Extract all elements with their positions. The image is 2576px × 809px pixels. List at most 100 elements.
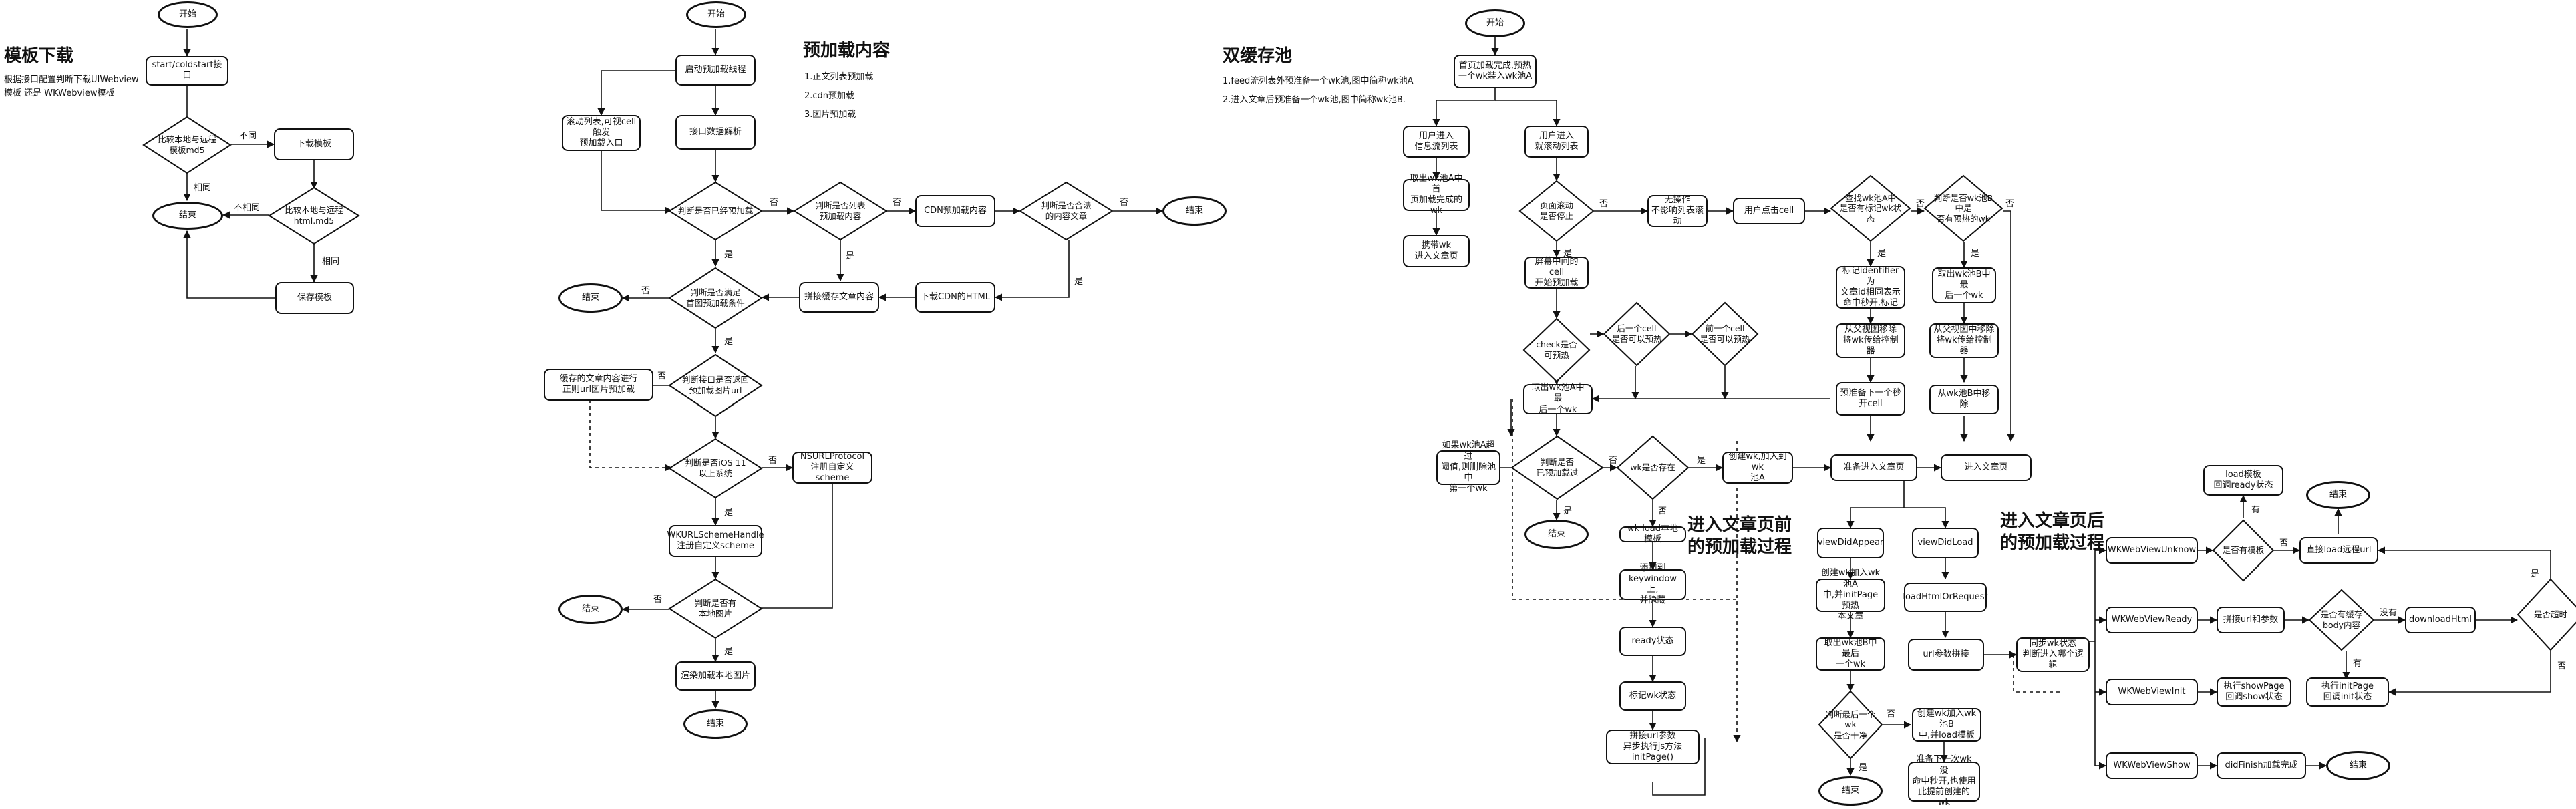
did-finish-loading: didFinish加载完成 [2217,752,2306,779]
take-last-wk-pool-b: 取出wk池B中最后 一个wk [1816,637,1885,671]
remove-from-parent-b: 从父视图中移除 将wk传给控制器 [1929,323,1999,358]
create-wk-pool-a: 创建wk,加入到wk 池A [1722,452,1793,484]
label-yes-6: 是 [724,647,734,657]
add-keywindow: 添加到 keywindow 上, 并隐藏 [1619,563,1686,605]
find-pool-b-decision: 判断是否wk池B中是 否有预热的wk [1923,174,2003,242]
preload-end-local: 结束 [558,595,623,624]
template-start: 开始 [158,1,218,28]
view-did-appear: viewDidAppear [1817,528,1884,558]
label-diff: 不同 [239,131,257,141]
pool-threshold-note: 如果wk池A超过 阈值,则删除池中 第一个wk [1436,440,1500,494]
label-state-yes: 是 [2531,569,2540,579]
state-init: WKWebViewInit [2106,679,2198,705]
pool-end-a: 结束 [1524,520,1589,549]
no-operation: 无操作 不影响列表滚动 [1647,195,1708,227]
wkurlschemehandler-register: WKURLSchemeHandle 注册自定义scheme [667,525,764,557]
legal-article-decision: 判断是否合法 的内容文章 [1019,181,1114,241]
mark-wk-state: 标记wk状态 [1619,681,1686,711]
label-pool-no-1: 否 [1599,199,1609,209]
already-preloaded-decision-label: 判断是否已经预加载 [677,206,754,216]
label-pool-yes-3: 是 [1971,249,1980,259]
direct-load-url: 直接load远程url [2299,537,2378,564]
take-wk-pool-a: 取出wk池A中首 页加载完成的wk [1403,174,1470,216]
label-same: 相同 [194,183,212,193]
pool-start: 开始 [1465,9,1525,37]
carry-wk-article: 携带wk 进入文章页 [1403,235,1470,267]
compare-html-md5-decision: 比较本地与远程 html.md5 [268,186,360,245]
label-no-6: 否 [768,456,778,466]
label-yes-1: 是 [724,250,734,260]
next-cell-decision: 前一个cell 是否可以预热 [1691,301,1759,367]
api-data-parse: 接口数据解析 [675,115,756,150]
label-pool-yes-6: 是 [1859,763,1868,773]
label-yes-4: 是 [724,337,734,347]
wk-exists-decision: wk是否存在 [1616,435,1689,500]
state-unknown: WKWebViewUnknow [2106,537,2198,564]
label-no-5: 否 [657,371,667,381]
mark-identifier: 标记identifier为 文章id相同表示 命中秒开,标记 [1836,266,1905,309]
compare-html-md5-decision-label: 比较本地与远程 html.md5 [285,205,343,226]
label-yes-3: 是 [1074,277,1084,287]
preload-list-item: 1.正文列表预加载 [804,72,874,82]
ios11-decision-label: 判断是否iOS 11 以上系统 [685,458,746,478]
save-template: 保存模板 [275,282,354,314]
heading-enter-article-before: 进入文章页前 的预加载过程 [1687,515,1792,557]
return-image-url-decision: 判断接口是否返回 预加载图片url [668,353,763,418]
remove-from-pool-b: 从wk池B中移除 [1929,385,1999,414]
list-content-decision-label: 判断是否列表 预加载内容 [815,200,866,221]
list-content-decision: 判断是否列表 预加载内容 [793,181,888,241]
find-pool-a-decision: 查找wk池A中 是否有标记wk状态 [1830,174,1911,242]
state-ready: WKWebViewReady [2106,607,2198,633]
cdn-preload-content: CDN预加载内容 [915,195,995,227]
preload-end-right: 结束 [1162,196,1227,226]
download-template: 下载模板 [274,128,354,160]
user-scroll-list: 用户进入 就滚动列表 [1524,126,1589,158]
heading-preload-content: 预加载内容 [803,41,891,61]
ready-state: ready状态 [1619,627,1686,656]
label-no-7: 否 [653,595,663,605]
label-not-same: 不相同 [234,203,261,213]
label-pool-no-3: 否 [2005,199,2015,209]
label-no-1: 否 [770,198,779,208]
wk-load-template: wk load本地模板 [1619,524,1686,544]
take-last-pool-b: 取出wk池B中最 后一个wk [1932,267,1996,303]
label-pool-no-2: 否 [1916,199,1925,209]
label-pool-yes-5: 是 [1697,456,1706,466]
label-pool-no-4: 否 [1609,456,1618,466]
compare-md5-decision-label: 比较本地与远程 模板md5 [158,134,216,155]
download-cdn-html: 下载CDN的HTML [915,282,995,313]
local-image-decision: 判断是否有 本地图片 [668,578,763,639]
cache-note-item: 2.进入文章后预准备一个wk池,图中简称wk池B. [1223,95,1406,105]
take-last-pool-a: 取出wk池A中最 后一个wk [1523,383,1593,415]
label-state-has: 有 [2251,505,2261,515]
states-end-bottom: 结束 [2326,751,2390,780]
check-preheat-decision: check是否 可预热 [1522,317,1591,383]
timeout-decision: 是否超时 [2517,578,2576,651]
first-image-condition-decision: 判断是否满足 首图预加载条件 [668,267,763,329]
return-image-url-decision-label: 判断接口是否返回 预加载图片url [681,375,749,395]
template-end: 结束 [152,202,223,230]
view-did-load: viewDidLoad [1912,528,1979,558]
scroll-list-trigger: 滚动列表,可视cell触发 预加载入口 [562,115,641,151]
pool-end-b: 结束 [1818,776,1883,806]
user-click-cell: 用户点击cell [1733,198,1805,224]
ios11-decision: 判断是否iOS 11 以上系统 [668,438,763,499]
preload-next-cell: 预准备下一个秒 开cell [1836,382,1905,416]
label-pool-no-6: 否 [1887,709,1896,719]
first-image-condition-decision-label: 判断是否满足 首图预加载条件 [686,287,745,308]
remove-from-parent: 从父视图移除 将wk传给控制器 [1836,323,1905,358]
legal-article-decision-label: 判断是否合法 的内容文章 [1041,200,1092,221]
template-description: 根据接口配置判断下载UIWebview 模板 还是 WKWebview模板 [4,75,139,99]
preload-start: 开始 [686,1,746,28]
label-pool-yes-2: 是 [1877,249,1887,259]
find-pool-b-decision-label: 判断是否wk池B中是 否有预热的wk [1933,192,1993,224]
last-wk-clean-decision-label: 判断最后一个wk 是否干净 [1825,709,1876,740]
timeout-decision-label: 是否超时 [2533,609,2567,620]
url-params-concat: url参数拼接 [1908,639,1984,671]
preload-list-item: 3.图片预加载 [804,110,856,120]
sync-wk-state: 同步wk状态 判断进入哪个逻辑 [2016,637,2090,672]
prev-cell-decision: 后一个cell 是否可以预热 [1603,301,1671,367]
preload-end-left: 结束 [558,283,623,313]
label-no-2: 否 [893,198,902,208]
prepare-next-wk: 准备下一次wk没 命中秒开,也使用 此提前创建的wk [1908,754,1980,808]
